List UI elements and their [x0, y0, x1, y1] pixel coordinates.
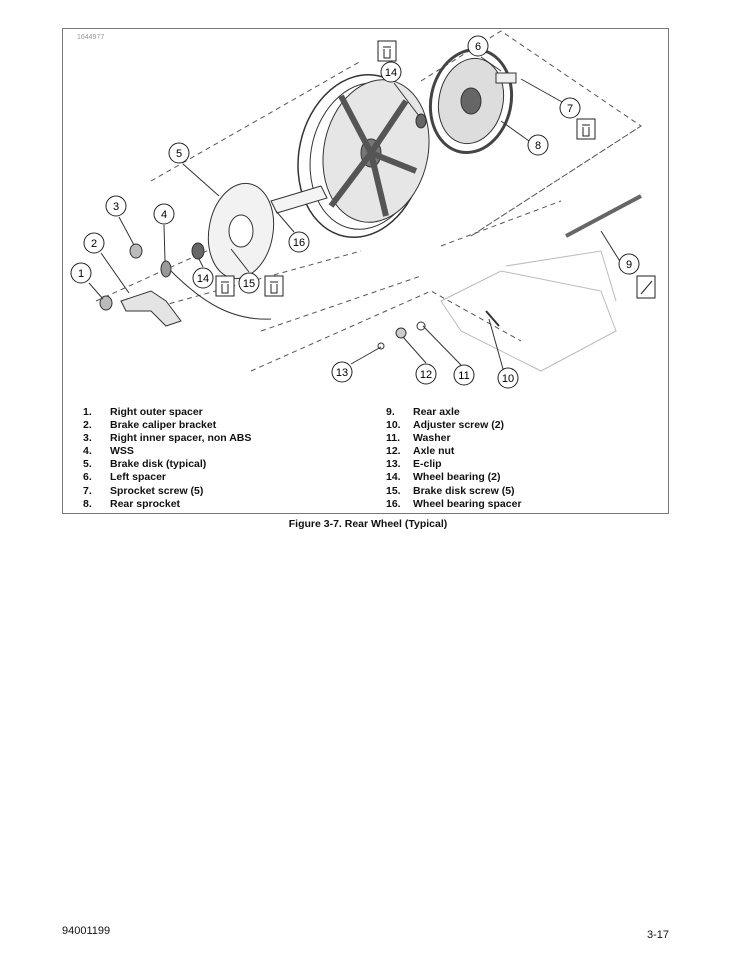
- legend-item-number: 14.: [386, 471, 401, 484]
- callout-9: 9: [618, 253, 640, 275]
- legend-item: 3. Right inner spacer, non ABS: [83, 432, 251, 445]
- legend-item: 14. Wheel bearing (2): [386, 471, 522, 484]
- legend-item-number: 13.: [386, 458, 401, 471]
- legend-item: 16. Wheel bearing spacer: [386, 498, 522, 511]
- callout-number: 5: [176, 148, 182, 160]
- legend-item-label: Right inner spacer, non ABS: [110, 432, 252, 445]
- legend-item: 4. WSS: [83, 445, 251, 458]
- legend-item-number: 1.: [83, 406, 92, 418]
- legend-item-label: Washer: [413, 432, 451, 445]
- callout-2: 2: [83, 232, 105, 254]
- legend-item-label: Rear sprocket: [110, 497, 181, 510]
- legend-left-column: 1. Right outer spacer 2. Brake caliper brac…: [83, 406, 251, 511]
- callout-number: 4: [161, 209, 167, 221]
- legend-item: 8. Rear sprocket: [83, 498, 251, 511]
- legend-item: 11. Washer: [386, 432, 522, 445]
- legend-item-label: Wheel bearing (2): [413, 471, 501, 484]
- callout-11: 11: [453, 364, 475, 386]
- legend-item-number: 6.: [83, 471, 92, 484]
- callout-14: 14: [192, 267, 214, 289]
- legend-item-label: Brake disk screw (5): [413, 484, 515, 497]
- legend-item: 2. Brake caliper bracket: [83, 419, 251, 432]
- legend-item-number: 15.: [386, 484, 401, 497]
- legend-item-number: 3.: [83, 432, 92, 445]
- callout-14: 14: [380, 61, 402, 83]
- legend-item-number: 4.: [83, 445, 92, 458]
- legend-item: 5. Brake disk (typical): [83, 458, 251, 471]
- torque-wrench-icon: [636, 275, 656, 299]
- legend-item: 12. Axle nut: [386, 445, 522, 458]
- callout-16: 16: [288, 231, 310, 253]
- legend-item: 6. Left spacer: [83, 471, 251, 484]
- legend-item-number: 12.: [386, 445, 401, 458]
- callout-5: 5: [168, 142, 190, 164]
- callout-number: 11: [458, 370, 469, 382]
- callout-number: 3: [113, 201, 119, 213]
- callout-number: 6: [475, 41, 481, 53]
- legend-item-label: Brake caliper bracket: [110, 419, 217, 432]
- legend-item-number: 8.: [83, 497, 92, 510]
- legend-item-label: E-clip: [413, 458, 442, 471]
- legend-item: 13. E-clip: [386, 458, 522, 471]
- legend-item: 15. Brake disk screw (5): [386, 485, 522, 498]
- callout-number: 15: [243, 278, 255, 290]
- callout-number: 16: [293, 237, 305, 249]
- legend-item-number: 10.: [386, 419, 401, 432]
- callout-10: 10: [497, 367, 519, 389]
- legend-item-label: Sprocket screw (5): [110, 484, 204, 497]
- callout-number: 10: [502, 373, 514, 385]
- legend-item-label: WSS: [110, 445, 134, 458]
- legend-item-number: 5.: [83, 458, 92, 471]
- legend-item-number: 2.: [83, 419, 92, 432]
- legend-item-number: 16.: [386, 497, 401, 510]
- figure-caption: Figure 3-7. Rear Wheel (Typical): [288, 518, 448, 530]
- page-number: 3-17: [647, 929, 670, 941]
- legend-item-number: 7.: [83, 484, 92, 497]
- callout-1: 1: [70, 262, 92, 284]
- legend-item: 1. Right outer spacer: [83, 406, 251, 419]
- figure-frame: 1644977: [62, 28, 669, 514]
- legend-item-label: Rear axle: [413, 406, 460, 418]
- callout-number: 1: [78, 268, 84, 280]
- callout-number: 14: [385, 67, 397, 79]
- figure-id: 1644977: [77, 34, 105, 41]
- callout-number: 12: [420, 369, 432, 381]
- legend-item-label: Brake disk (typical): [110, 458, 207, 471]
- legend-item-label: Axle nut: [413, 445, 455, 458]
- legend-item: 9. Rear axle: [386, 406, 522, 419]
- callout-3: 3: [105, 195, 127, 217]
- legend-item-label: Right outer spacer: [110, 406, 203, 418]
- callout-number: 2: [91, 238, 97, 250]
- callout-number: 8: [535, 140, 541, 152]
- legend-right-column: 9. Rear axle 10. Adjuster screw (2) 11. Washe…: [386, 406, 522, 511]
- legend-item-label: Wheel bearing spacer: [413, 497, 522, 510]
- callout-13: 13: [331, 361, 353, 383]
- legend-item: 10. Adjuster screw (2): [386, 419, 522, 432]
- discard-icon: [215, 40, 596, 297]
- legend-item-number: 9.: [386, 406, 395, 418]
- document-number: 94001199: [62, 925, 111, 937]
- callout-number: 9: [626, 259, 632, 271]
- callout-7: 7: [559, 97, 581, 119]
- legend-item: 7. Sprocket screw (5): [83, 485, 251, 498]
- callout-number: 13: [336, 367, 348, 379]
- legend-item-number: 11.: [386, 432, 401, 445]
- callout-6: 6: [467, 35, 489, 57]
- callout-number: 7: [567, 103, 573, 115]
- callout-number: 14: [197, 273, 209, 285]
- legend-item-label: Adjuster screw (2): [413, 419, 505, 432]
- callout-8: 8: [527, 134, 549, 156]
- callout-15: 15: [238, 272, 260, 294]
- callout-4: 4: [153, 203, 175, 225]
- callout-12: 12: [415, 363, 437, 385]
- legend-item-label: Left spacer: [110, 471, 167, 484]
